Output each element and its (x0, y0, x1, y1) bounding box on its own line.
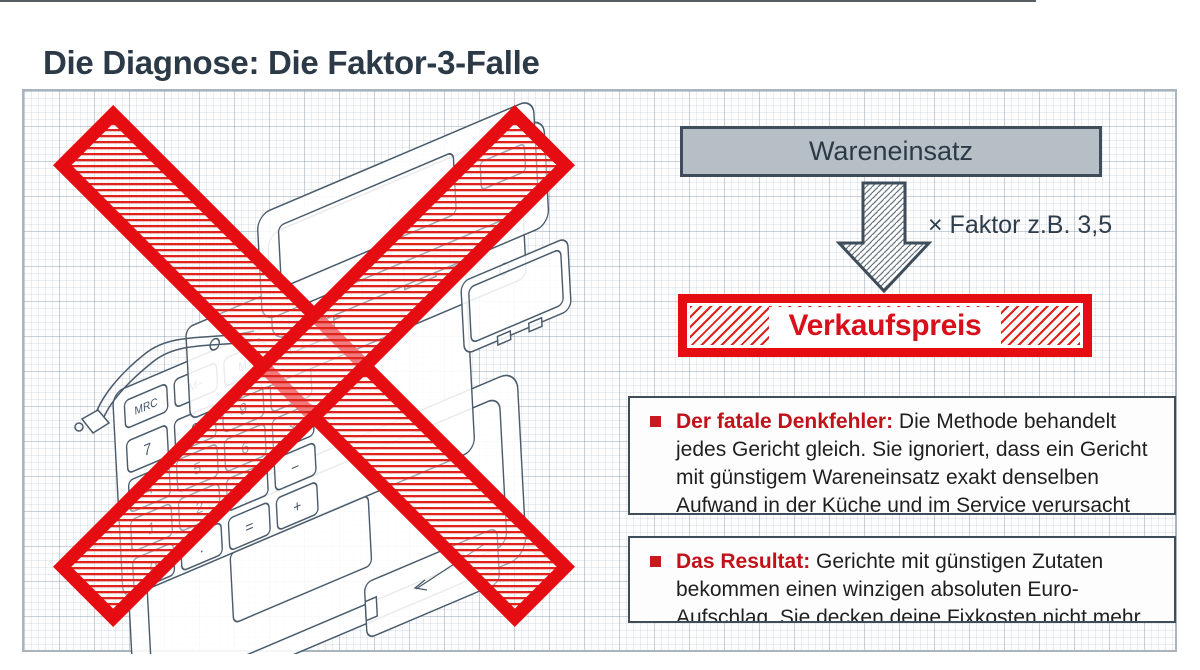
battery-cover-part (460, 239, 572, 353)
down-arrow-icon (836, 181, 932, 294)
red-x-icon (53, 105, 575, 627)
calculator-exploded-drawing: MRCM−M+789÷456×123−0.=+ (53, 102, 575, 654)
verkaufspreis-box: Verkaufspreis (678, 294, 1092, 357)
svg-text:.: . (199, 538, 204, 557)
page-title: Die Diagnose: Die Faktor-3-Falle (43, 44, 540, 82)
note-denkfehler: Der fatale Denkfehler: Die Methode behan… (628, 396, 1176, 515)
verkaufspreis-label: Verkaufspreis (768, 306, 1002, 345)
svg-text:7: 7 (143, 440, 152, 461)
bullet-square-icon (650, 556, 661, 567)
note-resultat-body: Gerichte mit günstigen Zutaten bekommen … (676, 550, 1146, 623)
verkaufspreis-hatch: Verkaufspreis (690, 306, 1080, 345)
note-denkfehler-lead: Der fatale Denkfehler: (676, 410, 894, 433)
svg-text:+: + (293, 497, 302, 518)
slide-top-border (0, 0, 1036, 2)
graph-paper-canvas: MRCM−M+789÷456×123−0.=+ (22, 89, 1177, 654)
note-resultat: Das Resultat: Gerichte mit günstigen Zut… (628, 536, 1176, 623)
note-resultat-lead: Das Resultat: (676, 550, 811, 573)
wire-part (74, 330, 261, 434)
wareneinsatz-box: Wareneinsatz (680, 126, 1102, 177)
note-denkfehler-body: Die Methode behandelt jedes Gericht glei… (676, 410, 1148, 515)
wareneinsatz-label: Wareneinsatz (808, 136, 974, 166)
svg-text:=: = (245, 517, 254, 538)
bullet-square-icon (650, 416, 661, 427)
factor-label: × Faktor z.B. 3,5 (928, 211, 1113, 239)
svg-text:−: − (291, 457, 300, 478)
